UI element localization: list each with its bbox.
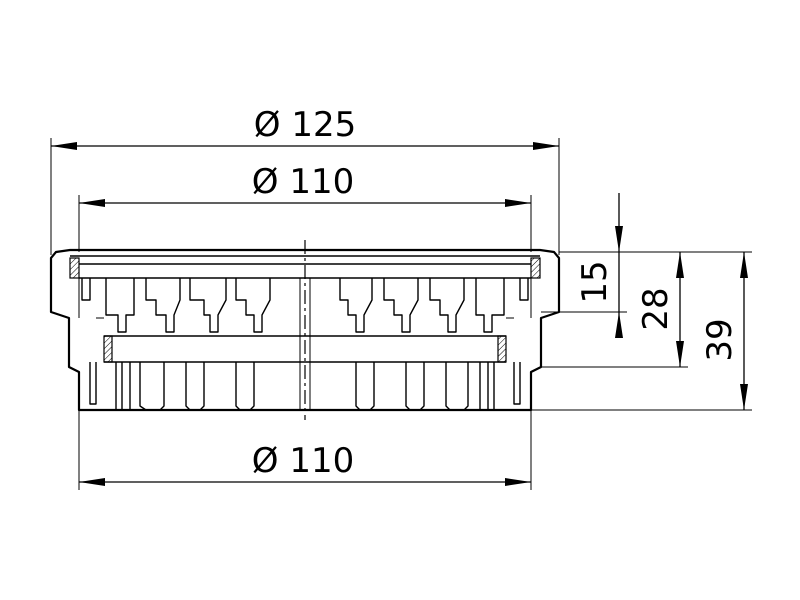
height-top-label: 15	[575, 260, 615, 303]
seal-left-middle	[103, 335, 113, 363]
height-total-label: 39	[700, 318, 740, 361]
seal-right-top	[530, 257, 541, 279]
part-outline	[49, 240, 561, 420]
bottom-diameter-label: Ø 110	[252, 441, 354, 481]
top-inner-diameter-label: Ø 110	[252, 162, 354, 202]
dimension-heights: 15 28 39	[531, 193, 752, 411]
dimension-top-inner-diameter: Ø 110	[78, 162, 532, 252]
dimension-outer-diameter: Ø 125	[50, 105, 560, 255]
seal-right-middle	[497, 335, 507, 363]
dimension-height-middle: 28	[636, 252, 684, 367]
height-middle-label: 28	[636, 287, 676, 330]
dimension-height-top: 15	[575, 193, 623, 338]
dimension-height-total: 39	[700, 252, 748, 410]
outer-diameter-label: Ø 125	[254, 105, 356, 145]
seal-left-top	[69, 257, 80, 279]
dimension-bottom-diameter: Ø 110	[78, 410, 532, 490]
